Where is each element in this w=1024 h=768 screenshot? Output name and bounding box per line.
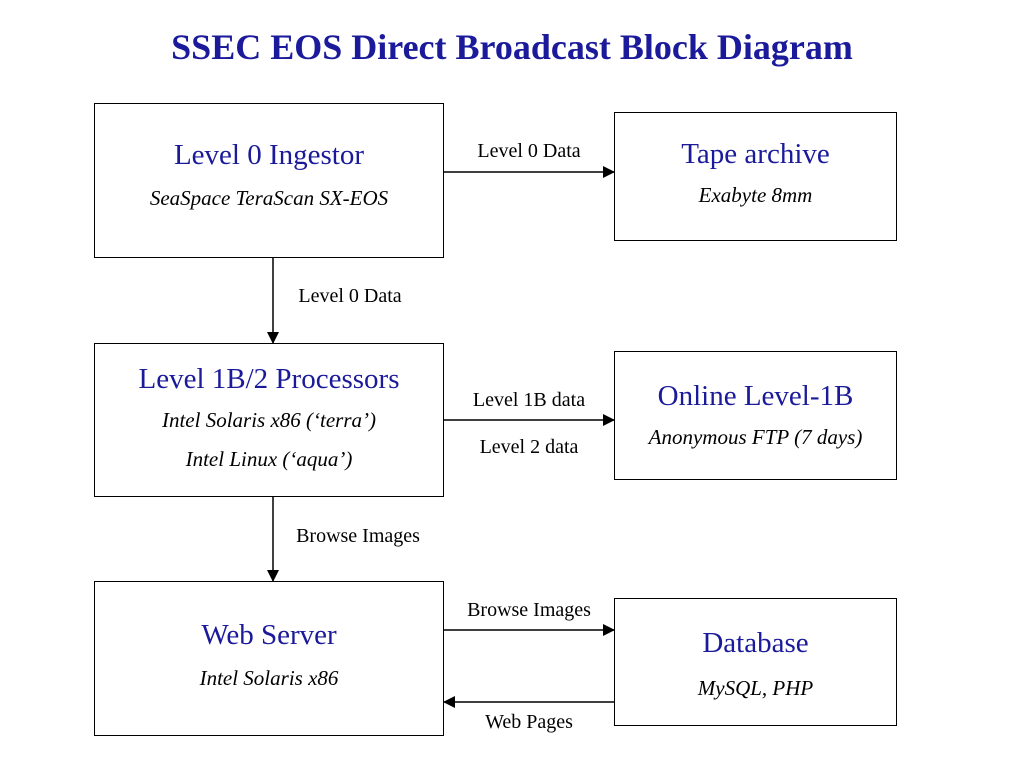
- box-online-level1b: Online Level-1B Anonymous FTP (7 days): [614, 351, 897, 480]
- box-subtitle: Intel Solaris x86: [199, 666, 339, 690]
- box-level1b2-processors: Level 1B/2 Processors Intel Solaris x86 …: [94, 343, 444, 497]
- box-subtitle-2: Intel Linux (‘aqua’): [185, 447, 353, 471]
- box-subtitle: SeaSpace TeraScan SX-EOS: [149, 186, 389, 210]
- box-name: Online Level-1B: [657, 380, 854, 412]
- edge-label-ingestor-to-processors: Level 0 Data: [298, 285, 402, 307]
- box-web-server: Web Server Intel Solaris x86: [94, 581, 444, 736]
- edge-label-processors-to-online-1b: Level 1B data: [472, 389, 586, 411]
- box-name: Level 0 Ingestor: [173, 139, 365, 171]
- box-name: Level 1B/2 Processors: [138, 363, 400, 395]
- edge-label-processors-to-online-2: Level 2 data: [479, 436, 579, 458]
- box-database: Database MySQL, PHP: [614, 598, 897, 726]
- box-name: Web Server: [201, 619, 337, 651]
- box-subtitle: Exabyte 8mm: [698, 183, 813, 207]
- edge-label-database-to-web: Web Pages: [485, 711, 573, 733]
- box-tape-archive: Tape archive Exabyte 8mm: [614, 112, 897, 241]
- edge-label-processors-to-web: Browse Images: [296, 525, 420, 547]
- box-subtitle: Intel Solaris x86 (‘terra’): [161, 408, 377, 432]
- box-subtitle: MySQL, PHP: [697, 676, 814, 700]
- diagram-title: SSEC EOS Direct Broadcast Block Diagram: [171, 27, 853, 67]
- edge-label-ingestor-to-tape: Level 0 Data: [477, 140, 581, 162]
- box-subtitle: Anonymous FTP (7 days): [648, 425, 863, 449]
- edge-label-web-to-database: Browse Images: [467, 599, 591, 621]
- box-name: Database: [702, 627, 809, 659]
- box-name: Tape archive: [681, 138, 830, 170]
- box-level0-ingestor: Level 0 Ingestor SeaSpace TeraScan SX-EO…: [94, 103, 444, 258]
